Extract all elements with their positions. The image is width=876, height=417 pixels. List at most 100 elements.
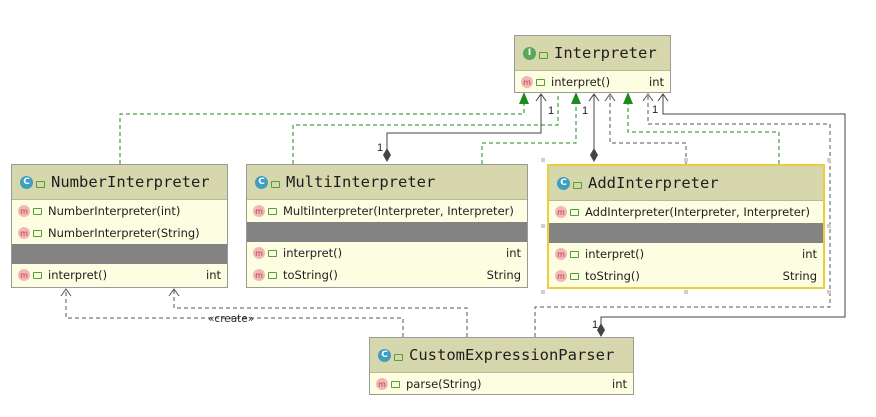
realization-arrowhead-multi bbox=[571, 92, 581, 104]
method-name: interpret() bbox=[48, 268, 108, 282]
method-name: interpret() bbox=[283, 246, 343, 260]
selection-handle[interactable] bbox=[827, 224, 831, 228]
class-title: Interpreter bbox=[554, 44, 657, 62]
public-lock-icon bbox=[536, 78, 545, 86]
class-header: C CustomExpressionParser bbox=[370, 338, 633, 373]
composition-diamond-multi bbox=[383, 148, 391, 162]
dependency-arrow-add-top bbox=[604, 93, 616, 102]
public-lock-icon bbox=[33, 229, 42, 237]
class-number-interpreter[interactable]: C NumberInterpreter m NumberInterpreter(… bbox=[11, 164, 228, 288]
fields-section bbox=[549, 223, 823, 243]
selection-handle[interactable] bbox=[827, 290, 831, 294]
public-lock-icon bbox=[570, 250, 579, 258]
realization-arrowhead-number bbox=[519, 92, 529, 104]
public-lock-icon bbox=[268, 249, 277, 257]
multiplicity-parser-add: 1 bbox=[592, 319, 598, 331]
public-lock-icon bbox=[36, 180, 45, 188]
class-title: CustomExpressionParser bbox=[409, 346, 615, 364]
method-icon: m bbox=[253, 269, 265, 281]
method-row[interactable]: m toString() String bbox=[549, 265, 823, 287]
realization-edge-add bbox=[627, 101, 780, 164]
class-custom-expression-parser[interactable]: C CustomExpressionParser m parse(String)… bbox=[369, 337, 634, 395]
public-lock-icon bbox=[570, 272, 579, 280]
public-lock-icon bbox=[268, 271, 277, 279]
dependency-edge-parser-iface bbox=[534, 95, 831, 337]
method-type: int bbox=[206, 268, 221, 282]
method-icon: m bbox=[253, 247, 265, 259]
method-name: interpret() bbox=[585, 247, 645, 261]
class-header: C MultiInterpreter bbox=[247, 165, 527, 200]
multiplicity-add-left: 1 bbox=[582, 105, 588, 117]
method-icon: m bbox=[555, 206, 567, 218]
multiplicity-parser-iface: 1 bbox=[652, 104, 658, 116]
class-header: I Interpreter bbox=[515, 36, 670, 71]
constructor-row[interactable]: m NumberInterpreter(String) bbox=[12, 222, 227, 244]
method-name: parse(String) bbox=[406, 377, 482, 391]
selection-handle[interactable] bbox=[541, 290, 545, 294]
selection-handle[interactable] bbox=[684, 290, 688, 294]
selection-handle[interactable] bbox=[541, 224, 545, 228]
class-icon: C bbox=[378, 348, 391, 362]
realization-arrowhead-add bbox=[623, 92, 633, 104]
realization-edge-multi-b bbox=[481, 101, 577, 164]
method-icon: m bbox=[376, 378, 388, 390]
selection-handle[interactable] bbox=[827, 158, 831, 162]
class-header: C AddInterpreter bbox=[549, 166, 823, 201]
interface-icon: I bbox=[523, 46, 536, 60]
constructor-row[interactable]: m NumberInterpreter(int) bbox=[12, 200, 227, 222]
association-arrow-parser-iface bbox=[657, 93, 669, 102]
method-row[interactable]: m parse(String) int bbox=[370, 373, 633, 395]
class-icon: C bbox=[20, 175, 33, 189]
method-row[interactable]: m interpret() int bbox=[12, 264, 227, 286]
method-type: String bbox=[782, 269, 817, 283]
method-type: int bbox=[506, 246, 521, 260]
method-name: NumberInterpreter(int) bbox=[48, 204, 181, 218]
realization-edge-multi bbox=[292, 95, 559, 164]
method-icon: m bbox=[18, 227, 30, 239]
public-lock-icon bbox=[394, 353, 403, 361]
method-row[interactable]: m toString() String bbox=[247, 264, 527, 286]
realization-edge-number bbox=[119, 101, 525, 164]
class-interpreter[interactable]: I Interpreter m interpret() int bbox=[514, 35, 671, 93]
fields-section bbox=[247, 222, 527, 242]
multiplicity-multi: 1 bbox=[377, 142, 383, 154]
class-header: C NumberInterpreter bbox=[12, 165, 227, 200]
selection-handle[interactable] bbox=[684, 158, 688, 162]
dependency-edge-add-top bbox=[609, 95, 687, 164]
create-arrow-number bbox=[60, 288, 72, 297]
method-type: String bbox=[486, 268, 521, 282]
association-arrow-multi bbox=[535, 93, 547, 102]
method-icon: m bbox=[521, 76, 533, 88]
method-row[interactable]: m interpret() int bbox=[515, 71, 670, 93]
association-arrow-add bbox=[588, 93, 600, 102]
public-lock-icon bbox=[268, 207, 277, 215]
method-row[interactable]: m interpret() int bbox=[549, 243, 823, 265]
dependency-edge-parser-number bbox=[173, 290, 468, 337]
method-type: int bbox=[802, 247, 817, 261]
create-label: «create» bbox=[208, 313, 255, 325]
public-lock-icon bbox=[33, 271, 42, 279]
dependency-arrow-parser-number bbox=[168, 288, 180, 297]
method-name: AddInterpreter(Interpreter, Interpreter) bbox=[585, 205, 811, 219]
fields-section bbox=[12, 244, 227, 264]
method-type: int bbox=[649, 75, 664, 89]
method-name: interpret() bbox=[551, 75, 611, 89]
method-row[interactable]: m interpret() int bbox=[247, 242, 527, 264]
constructor-row[interactable]: m MultiInterpreter(Interpreter, Interpre… bbox=[247, 200, 527, 222]
method-name: toString() bbox=[283, 268, 338, 282]
class-multi-interpreter[interactable]: C MultiInterpreter m MultiInterpreter(In… bbox=[246, 164, 528, 288]
dependency-arrow-parser-iface bbox=[642, 93, 654, 102]
association-edge-parser-iface bbox=[600, 95, 846, 330]
public-lock-icon bbox=[391, 380, 400, 388]
method-icon: m bbox=[253, 205, 265, 217]
multiplicity-add-top: 1 bbox=[548, 105, 554, 117]
method-icon: m bbox=[555, 248, 567, 260]
class-add-interpreter[interactable]: C AddInterpreter m AddInterpreter(Interp… bbox=[547, 164, 825, 289]
selection-handle[interactable] bbox=[541, 158, 545, 162]
public-lock-icon bbox=[539, 51, 548, 59]
method-type: int bbox=[612, 377, 627, 391]
association-edge-multi bbox=[386, 95, 542, 160]
constructor-row[interactable]: m AddInterpreter(Interpreter, Interprete… bbox=[549, 201, 823, 223]
public-lock-icon bbox=[570, 208, 579, 216]
